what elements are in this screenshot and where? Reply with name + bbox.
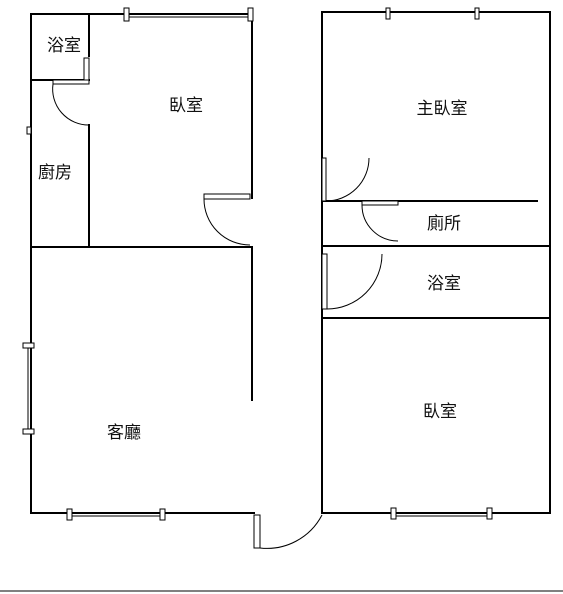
doors bbox=[52, 57, 399, 549]
door-leaf-master bbox=[321, 157, 327, 202]
door-swing-bath-right bbox=[326, 253, 383, 310]
label-toilet: 廁所 bbox=[427, 213, 461, 234]
label-bedroom-bottom: 臥室 bbox=[423, 402, 457, 422]
label-living-room: 客廳 bbox=[107, 423, 141, 443]
door-swing-toilet bbox=[361, 204, 399, 242]
window-mark bbox=[385, 7, 391, 20]
window-mark bbox=[26, 126, 32, 135]
door-leaf-bath-small bbox=[83, 57, 90, 81]
windows bbox=[22, 7, 493, 521]
window-mark bbox=[66, 508, 73, 521]
door-swing-master bbox=[325, 157, 370, 202]
window-mark bbox=[390, 507, 397, 520]
door-leaf-bath-right bbox=[321, 253, 328, 310]
door-leaf-entrance bbox=[253, 514, 261, 549]
label-bedroom-top: 臥室 bbox=[169, 96, 203, 116]
door-swing-bedroom-top bbox=[203, 198, 251, 246]
window-mark bbox=[159, 508, 166, 521]
door-leaf-toilet bbox=[361, 200, 399, 206]
door-swing-entrance bbox=[259, 514, 323, 549]
door-leaf-kitchen bbox=[52, 79, 90, 85]
door-swing-kitchen bbox=[52, 83, 90, 126]
window-mark bbox=[123, 7, 130, 22]
window-mark bbox=[486, 507, 493, 520]
room-labels: 浴室 臥室 廚房 主臥室 廁所 浴室 客廳 臥室 bbox=[38, 36, 468, 443]
label-master-bedroom: 主臥室 bbox=[417, 99, 468, 119]
label-bath-small: 浴室 bbox=[47, 36, 81, 56]
window-mark bbox=[22, 428, 35, 435]
window-mark bbox=[474, 7, 480, 20]
window-mark bbox=[247, 7, 254, 22]
label-bath-right: 浴室 bbox=[427, 274, 461, 294]
window-mark bbox=[22, 342, 35, 349]
door-leaf-bedroom-top bbox=[203, 193, 251, 200]
label-kitchen: 廚房 bbox=[38, 162, 72, 183]
